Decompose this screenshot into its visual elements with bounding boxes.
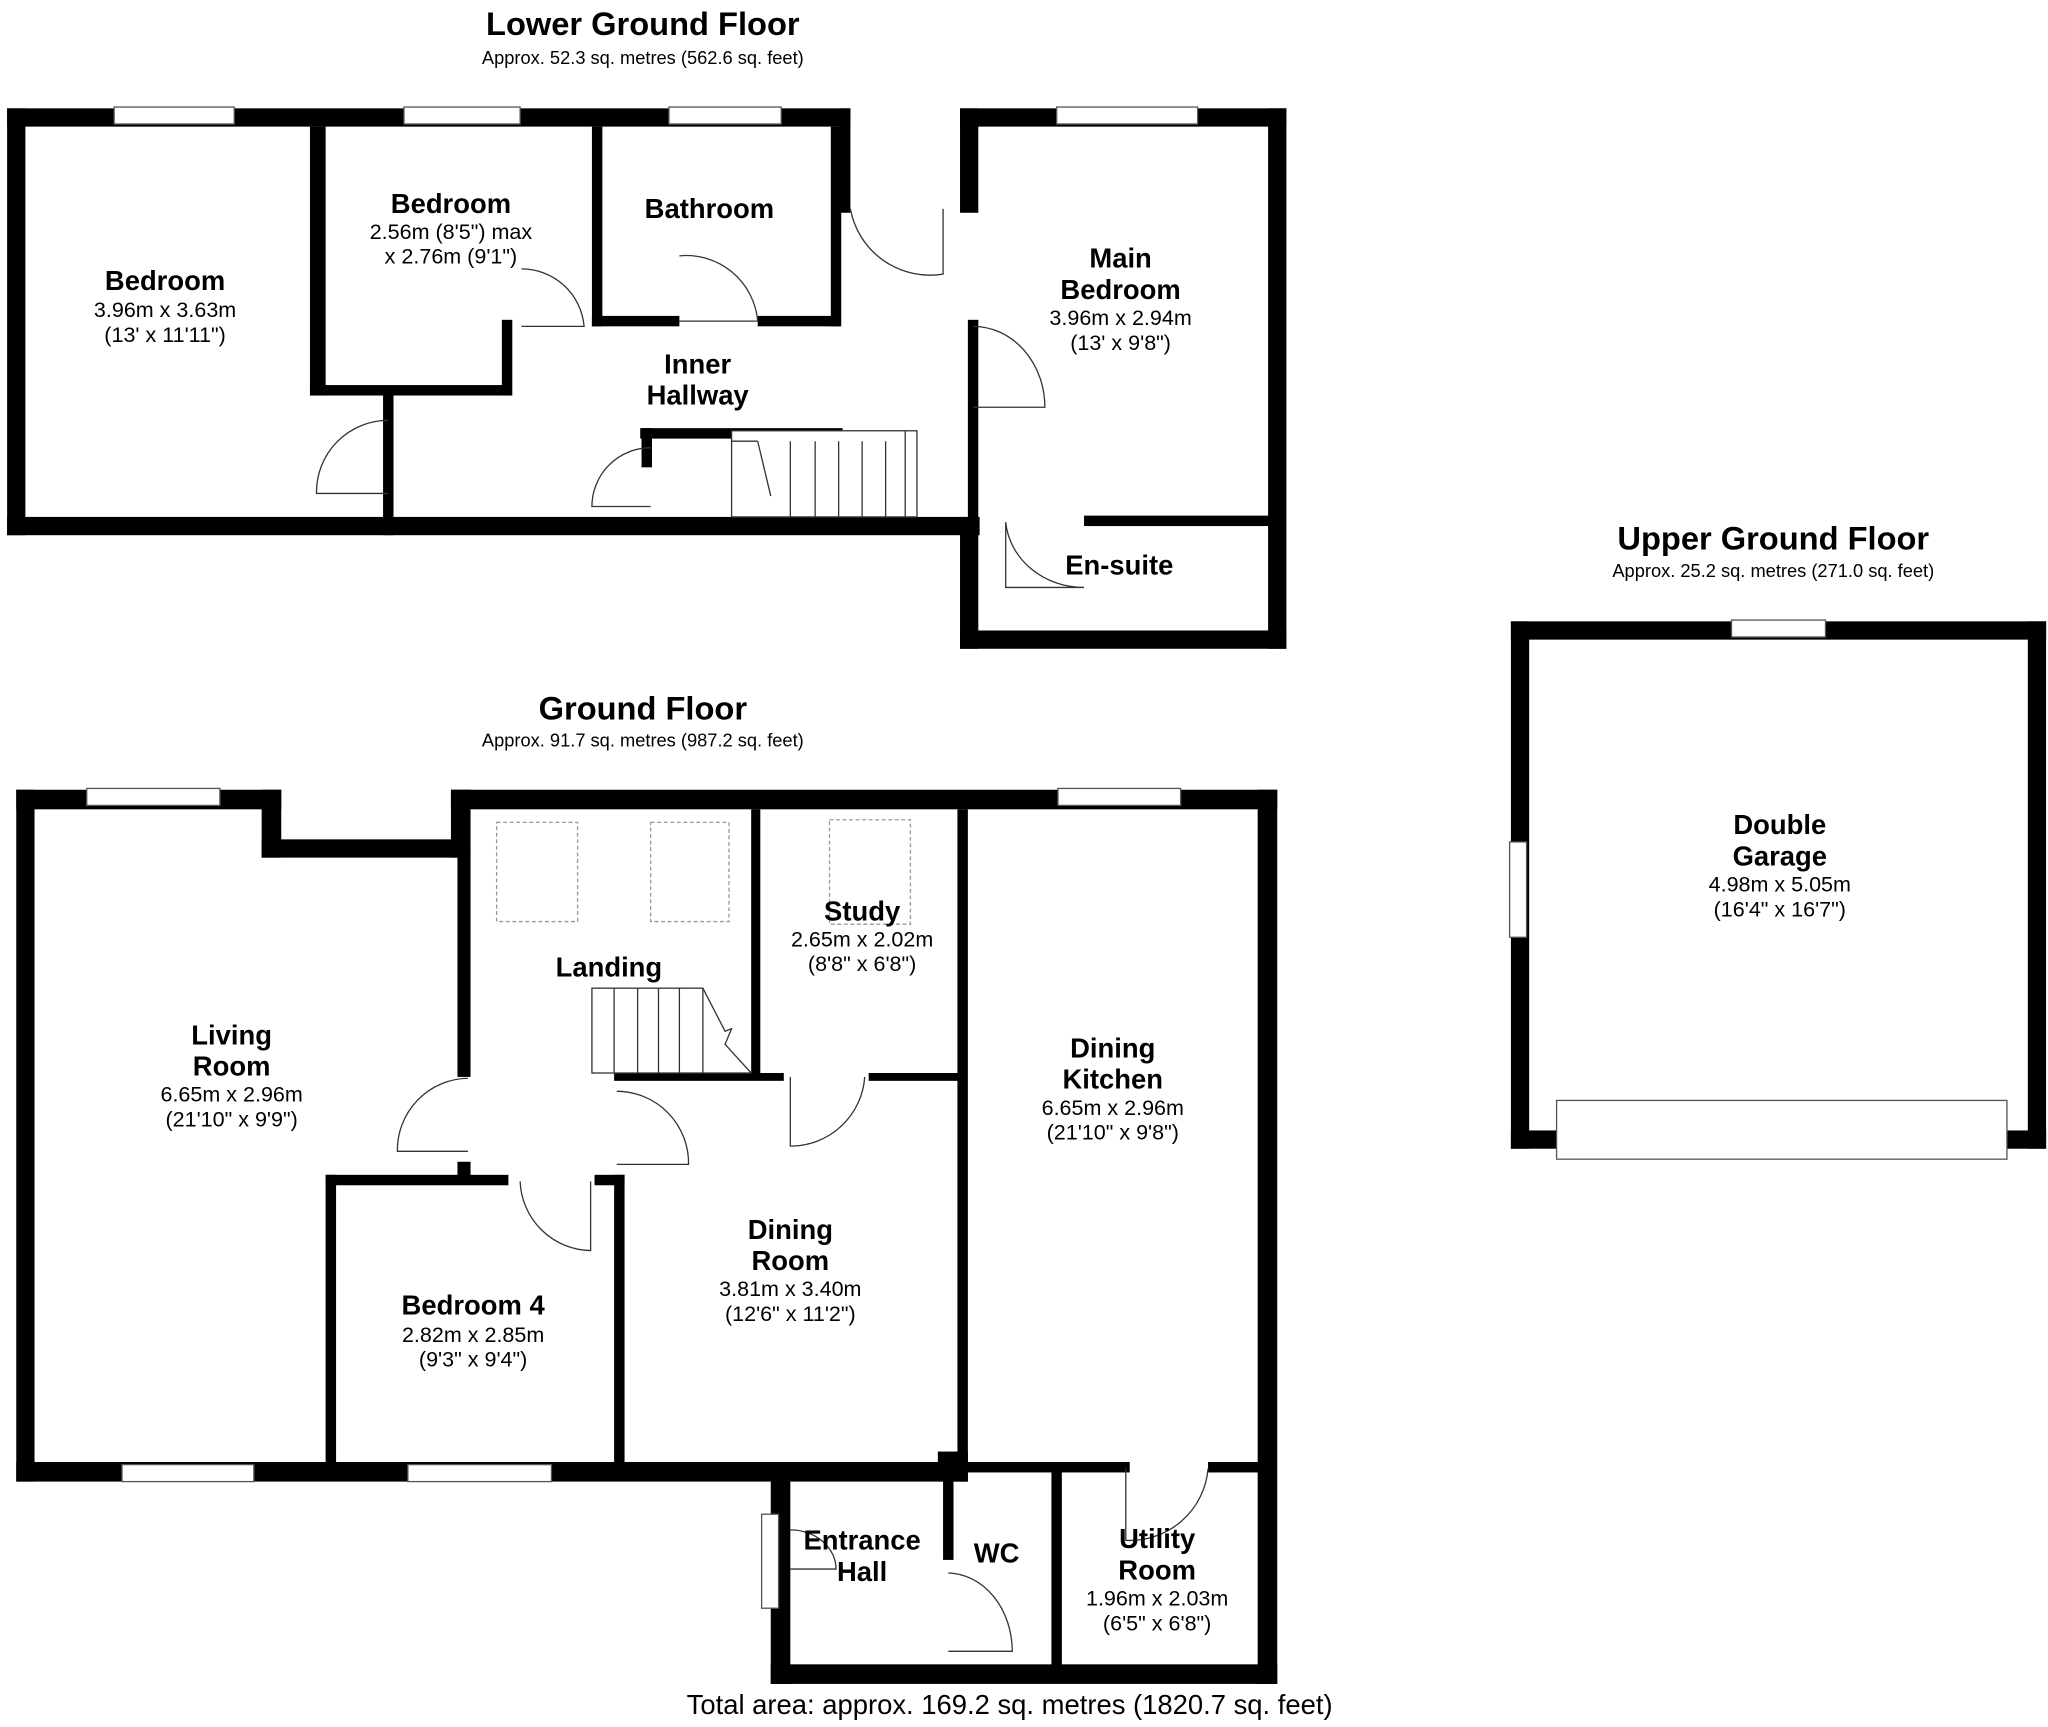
- svg-text:3.96m x 3.63m: 3.96m x 3.63m: [94, 298, 236, 322]
- svg-text:(6'5" x 6'8"): (6'5" x 6'8"): [1103, 1611, 1211, 1635]
- room-double-garage: Double Garage 4.98m x 5.05m (16'4" x 16'…: [1709, 809, 1851, 921]
- room-wc: WC: [974, 1538, 1020, 1569]
- staircase: [591, 987, 753, 1074]
- room-living-room: Living Room 6.65m x 2.96m (21'10" x 9'9"…: [160, 1019, 302, 1131]
- upper-ground-floor: Upper Ground Floor Approx. 25.2 sq. metr…: [1508, 520, 2047, 1160]
- ground-floor: Ground Floor Approx. 91.7 sq. metres (98…: [16, 689, 1278, 1684]
- svg-text:(8'8" x 6'8"): (8'8" x 6'8"): [808, 952, 916, 976]
- windows: [86, 787, 1182, 1609]
- room-main-bedroom: Main Bedroom 3.96m x 2.94m (13' x 9'8"): [1049, 243, 1191, 355]
- skylights: [495, 819, 912, 925]
- doors: [396, 1076, 1209, 1652]
- svg-text:Room: Room: [1118, 1554, 1196, 1585]
- svg-text:Utility: Utility: [1119, 1523, 1196, 1554]
- svg-text:(16'4" x 16'7"): (16'4" x 16'7"): [1714, 897, 1846, 921]
- doors: [315, 208, 1085, 589]
- svg-text:(12'6" x 11'2"): (12'6" x 11'2"): [725, 1302, 856, 1326]
- walls: [16, 789, 1278, 1684]
- svg-text:(21'10" x 9'8"): (21'10" x 9'8"): [1047, 1121, 1179, 1145]
- room-en-suite: En-suite: [1065, 549, 1173, 580]
- garage-door: [1555, 1099, 2008, 1160]
- svg-text:Entrance: Entrance: [803, 1524, 920, 1555]
- svg-text:2.56m (8'5") max: 2.56m (8'5") max: [370, 220, 533, 244]
- walls: [1510, 621, 2047, 1149]
- svg-text:6.65m x 2.96m: 6.65m x 2.96m: [160, 1083, 302, 1107]
- svg-text:Hallway: Hallway: [647, 380, 750, 411]
- svg-text:1.96m x 2.03m: 1.96m x 2.03m: [1086, 1587, 1228, 1611]
- staircase: [730, 430, 918, 518]
- svg-text:Study: Study: [824, 895, 901, 926]
- room-bedroom: Bedroom 3.96m x 3.63m (13' x 11'11"): [94, 265, 236, 347]
- svg-text:Bedroom 4: Bedroom 4: [402, 1290, 546, 1321]
- room-entrance-hall: Entrance Hall: [803, 1524, 920, 1586]
- svg-text:(13' x 11'11"): (13' x 11'11"): [104, 323, 225, 347]
- windows: [113, 106, 1199, 125]
- floor-title: Upper Ground Floor: [1617, 520, 1929, 557]
- room-dining-room: Dining Room 3.81m x 3.40m (12'6" x 11'2"…: [719, 1214, 861, 1326]
- floor-area: Approx. 91.7 sq. metres (987.2 sq. feet): [482, 730, 804, 751]
- svg-text:Room: Room: [752, 1245, 830, 1276]
- floor-area: Approx. 52.3 sq. metres (562.6 sq. feet): [482, 47, 804, 68]
- svg-text:3.81m x 3.40m: 3.81m x 3.40m: [719, 1277, 861, 1301]
- svg-text:Double: Double: [1733, 809, 1826, 840]
- svg-text:Main: Main: [1089, 243, 1151, 274]
- room-bathroom: Bathroom: [645, 193, 774, 224]
- svg-text:4.98m x 5.05m: 4.98m x 5.05m: [1709, 873, 1851, 897]
- room-utility-room: Utility Room 1.96m x 2.03m (6'5" x 6'8"): [1086, 1523, 1228, 1635]
- svg-text:(9'3" x 9'4"): (9'3" x 9'4"): [419, 1348, 527, 1372]
- room-landing: Landing: [556, 951, 663, 982]
- svg-text:3.96m x 2.94m: 3.96m x 2.94m: [1049, 306, 1191, 330]
- svg-text:x 2.76m (9'1"): x 2.76m (9'1"): [385, 245, 518, 269]
- svg-text:Hall: Hall: [837, 1556, 887, 1587]
- room-inner-hallway: Inner Hallway: [647, 348, 750, 410]
- svg-text:Room: Room: [193, 1051, 271, 1082]
- svg-text:Kitchen: Kitchen: [1063, 1064, 1164, 1095]
- svg-text:2.82m x 2.85m: 2.82m x 2.85m: [402, 1323, 544, 1347]
- floor-area: Approx. 25.2 sq. metres (271.0 sq. feet): [1612, 560, 1934, 581]
- floor-title: Ground Floor: [539, 689, 748, 726]
- svg-text:Inner: Inner: [664, 348, 731, 379]
- window: [1508, 841, 1528, 938]
- room-study: Study 2.65m x 2.02m (8'8" x 6'8"): [791, 895, 933, 976]
- svg-text:Bedroom: Bedroom: [391, 188, 511, 219]
- total-area: Total area: approx. 169.2 sq. metres (18…: [687, 1689, 1333, 1720]
- svg-text:Garage: Garage: [1733, 840, 1827, 871]
- svg-text:Bedroom: Bedroom: [1060, 274, 1180, 305]
- svg-text:Bedroom: Bedroom: [105, 265, 225, 296]
- window: [1730, 619, 1827, 638]
- room-bedroom-4: Bedroom 4 2.82m x 2.85m (9'3" x 9'4"): [402, 1290, 546, 1372]
- svg-text:2.65m x 2.02m: 2.65m x 2.02m: [791, 927, 933, 951]
- svg-text:Dining: Dining: [748, 1214, 833, 1245]
- svg-text:Living: Living: [191, 1019, 272, 1050]
- svg-text:6.65m x 2.96m: 6.65m x 2.96m: [1042, 1096, 1184, 1120]
- svg-text:Dining: Dining: [1070, 1032, 1155, 1063]
- walls: [7, 108, 1287, 649]
- room-bedroom-2: Bedroom 2.56m (8'5") max x 2.76m (9'1"): [370, 188, 533, 269]
- lower-ground-floor: Lower Ground Floor Approx. 52.3 sq. metr…: [7, 5, 1287, 649]
- floor-title: Lower Ground Floor: [486, 5, 800, 42]
- svg-text:(13' x 9'8"): (13' x 9'8"): [1070, 331, 1171, 355]
- room-dining-kitchen: Dining Kitchen 6.65m x 2.96m (21'10" x 9…: [1042, 1032, 1184, 1144]
- svg-text:(21'10" x 9'9"): (21'10" x 9'9"): [165, 1108, 297, 1132]
